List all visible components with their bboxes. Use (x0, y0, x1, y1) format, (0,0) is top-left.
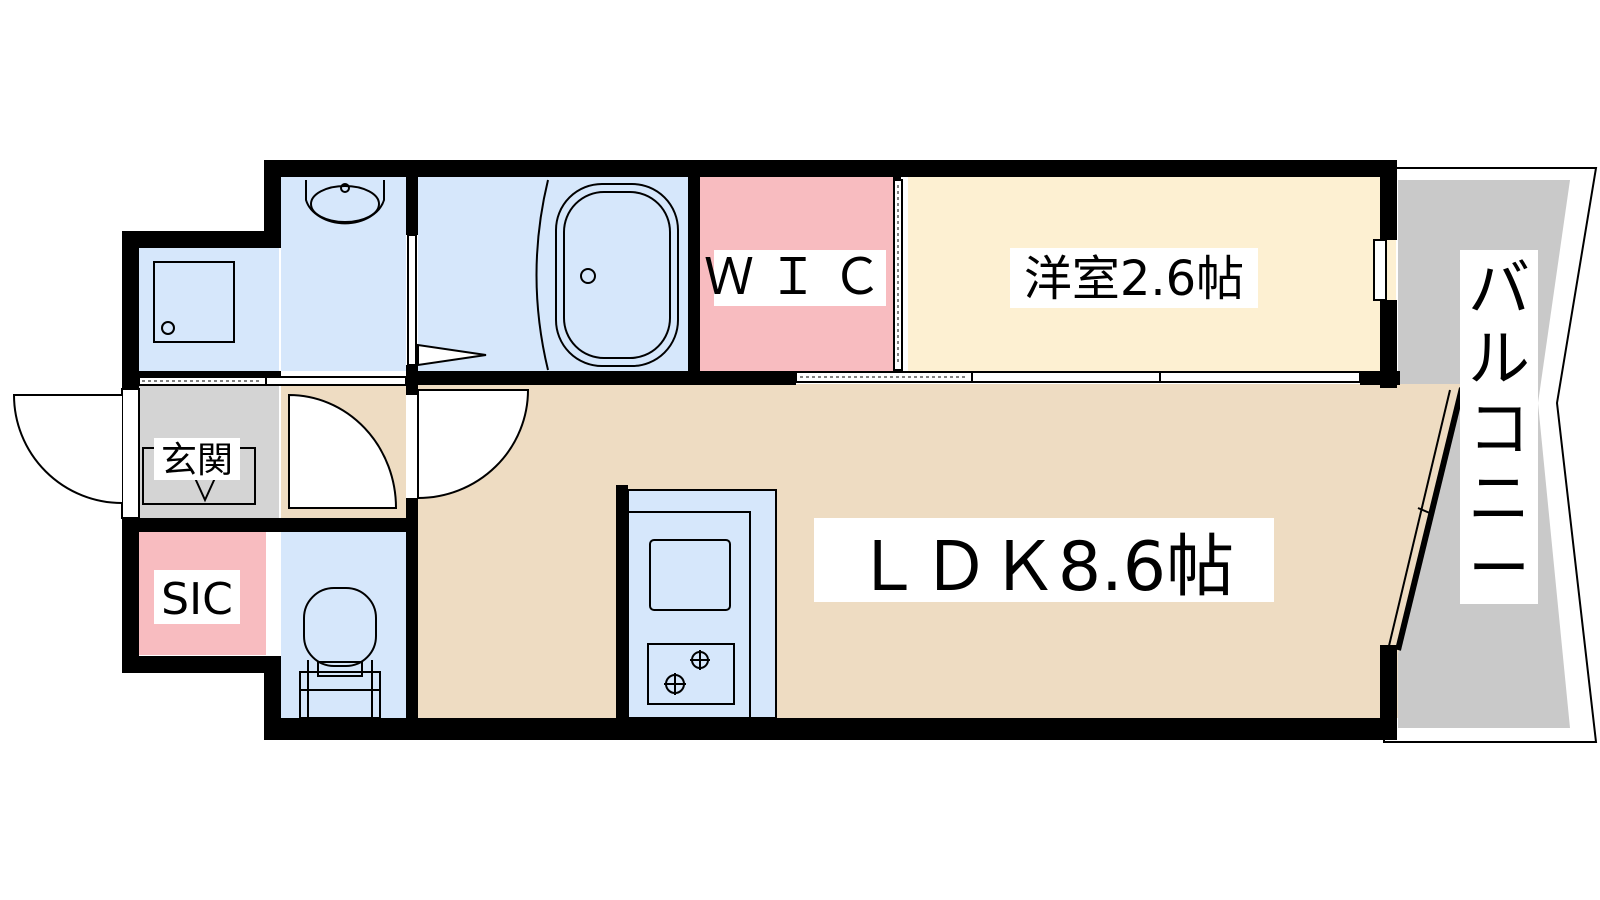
ldk-door-swing (417, 389, 530, 500)
stove-icon (647, 643, 735, 705)
balcony-char-3: コ (1468, 392, 1530, 465)
sink-icon (649, 539, 731, 611)
western-room-label: 洋室2.6帖 (1024, 251, 1244, 307)
balcony-char-1: バ (1468, 252, 1530, 325)
genkan-label: 玄関 (161, 440, 233, 481)
hall-door-swing (288, 393, 398, 509)
fixtures (153, 179, 777, 719)
bathtub-icon (535, 179, 549, 371)
washroom-lower (139, 248, 279, 371)
bathroom (418, 177, 688, 371)
balcony-label: バ ル コ ニ ー (1468, 252, 1530, 605)
balcony-char-5: ー (1468, 532, 1530, 605)
wic-label: ＷＩＣ (704, 248, 896, 306)
balcony-char-4: ニ (1468, 462, 1530, 535)
ldk-label: ＬＤＫ8.6帖 (854, 528, 1234, 607)
balcony-char-2: ル (1468, 322, 1530, 395)
doors (12, 343, 530, 509)
sic-label: SIC (161, 574, 233, 625)
front-door-swing (12, 394, 123, 504)
ldk-diagonal-wall (1395, 387, 1465, 651)
wash-basin-icon (305, 180, 385, 225)
toilet-icon (303, 587, 377, 667)
washer-pan-icon (153, 261, 235, 343)
